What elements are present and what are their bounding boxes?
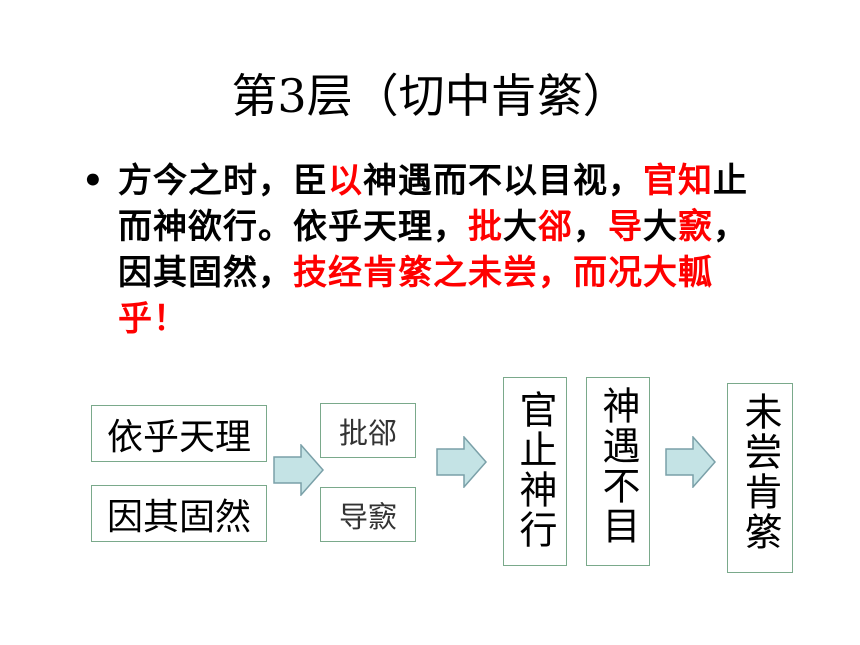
vertical-text: 神遇不目 bbox=[596, 386, 640, 546]
bullet-segment: ， bbox=[573, 207, 608, 247]
bullet-segment: 神遇而不以目视， bbox=[363, 161, 643, 201]
bullet-text: 方今之时，臣以神遇而不以目视，官知止而神欲行。依乎天理，批大郤，导大窾，因其固然… bbox=[118, 158, 770, 342]
col-wei-chang-ken-qing: 未尝肯綮 bbox=[727, 383, 793, 573]
vertical-text: 官止神行 bbox=[513, 390, 557, 550]
col-guan-zhi-shen-xing: 官止神行 bbox=[503, 377, 567, 566]
bullet-segment: ，因其固然， bbox=[118, 207, 748, 293]
box-yi-hu-tian-li: 依乎天理 bbox=[91, 405, 267, 462]
bullet-segment: 官知 bbox=[643, 161, 713, 201]
bullet-segment: 郤 bbox=[538, 207, 573, 247]
slide-title: 第3层（切中肯綮） bbox=[231, 69, 629, 123]
bullet-segment: 以 bbox=[328, 161, 363, 201]
bullet-segment: 窾 bbox=[678, 207, 713, 247]
box-dao-kuan: 导窾 bbox=[320, 487, 416, 542]
bullet-segment: 大 bbox=[503, 207, 538, 247]
bullet-dot: • bbox=[82, 161, 104, 201]
bullet-segment: 方今之时，臣 bbox=[118, 161, 328, 201]
bullet-item: • 方今之时，臣以神遇而不以目视，官知止而神欲行。依乎天理，批大郤，导大窾，因其… bbox=[82, 158, 782, 342]
arrow-right-icon bbox=[665, 436, 716, 488]
bullet-segment: 大 bbox=[643, 207, 678, 247]
arrow-right-icon bbox=[436, 436, 487, 488]
bullet-segment: 批 bbox=[468, 207, 503, 247]
bullet-segment: 止而神欲行。依乎天理， bbox=[118, 161, 748, 247]
bullet-segment: 大軱乎！ bbox=[118, 253, 713, 339]
bullet-list: • 方今之时，臣以神遇而不以目视，官知止而神欲行。依乎天理，批大郤，导大窾，因其… bbox=[82, 158, 782, 342]
box-pi-xi: 批郤 bbox=[320, 403, 416, 458]
vertical-text: 未尝肯綮 bbox=[738, 392, 782, 552]
bullet-segment: 导 bbox=[608, 207, 643, 247]
col-shen-yu-bu-mu: 神遇不目 bbox=[586, 377, 650, 566]
bullet-segment: 技经肯綮之未尝，而况 bbox=[293, 253, 643, 293]
arrow-right-icon bbox=[273, 444, 324, 496]
box-yin-qi-gu-ran: 因其固然 bbox=[91, 485, 267, 542]
